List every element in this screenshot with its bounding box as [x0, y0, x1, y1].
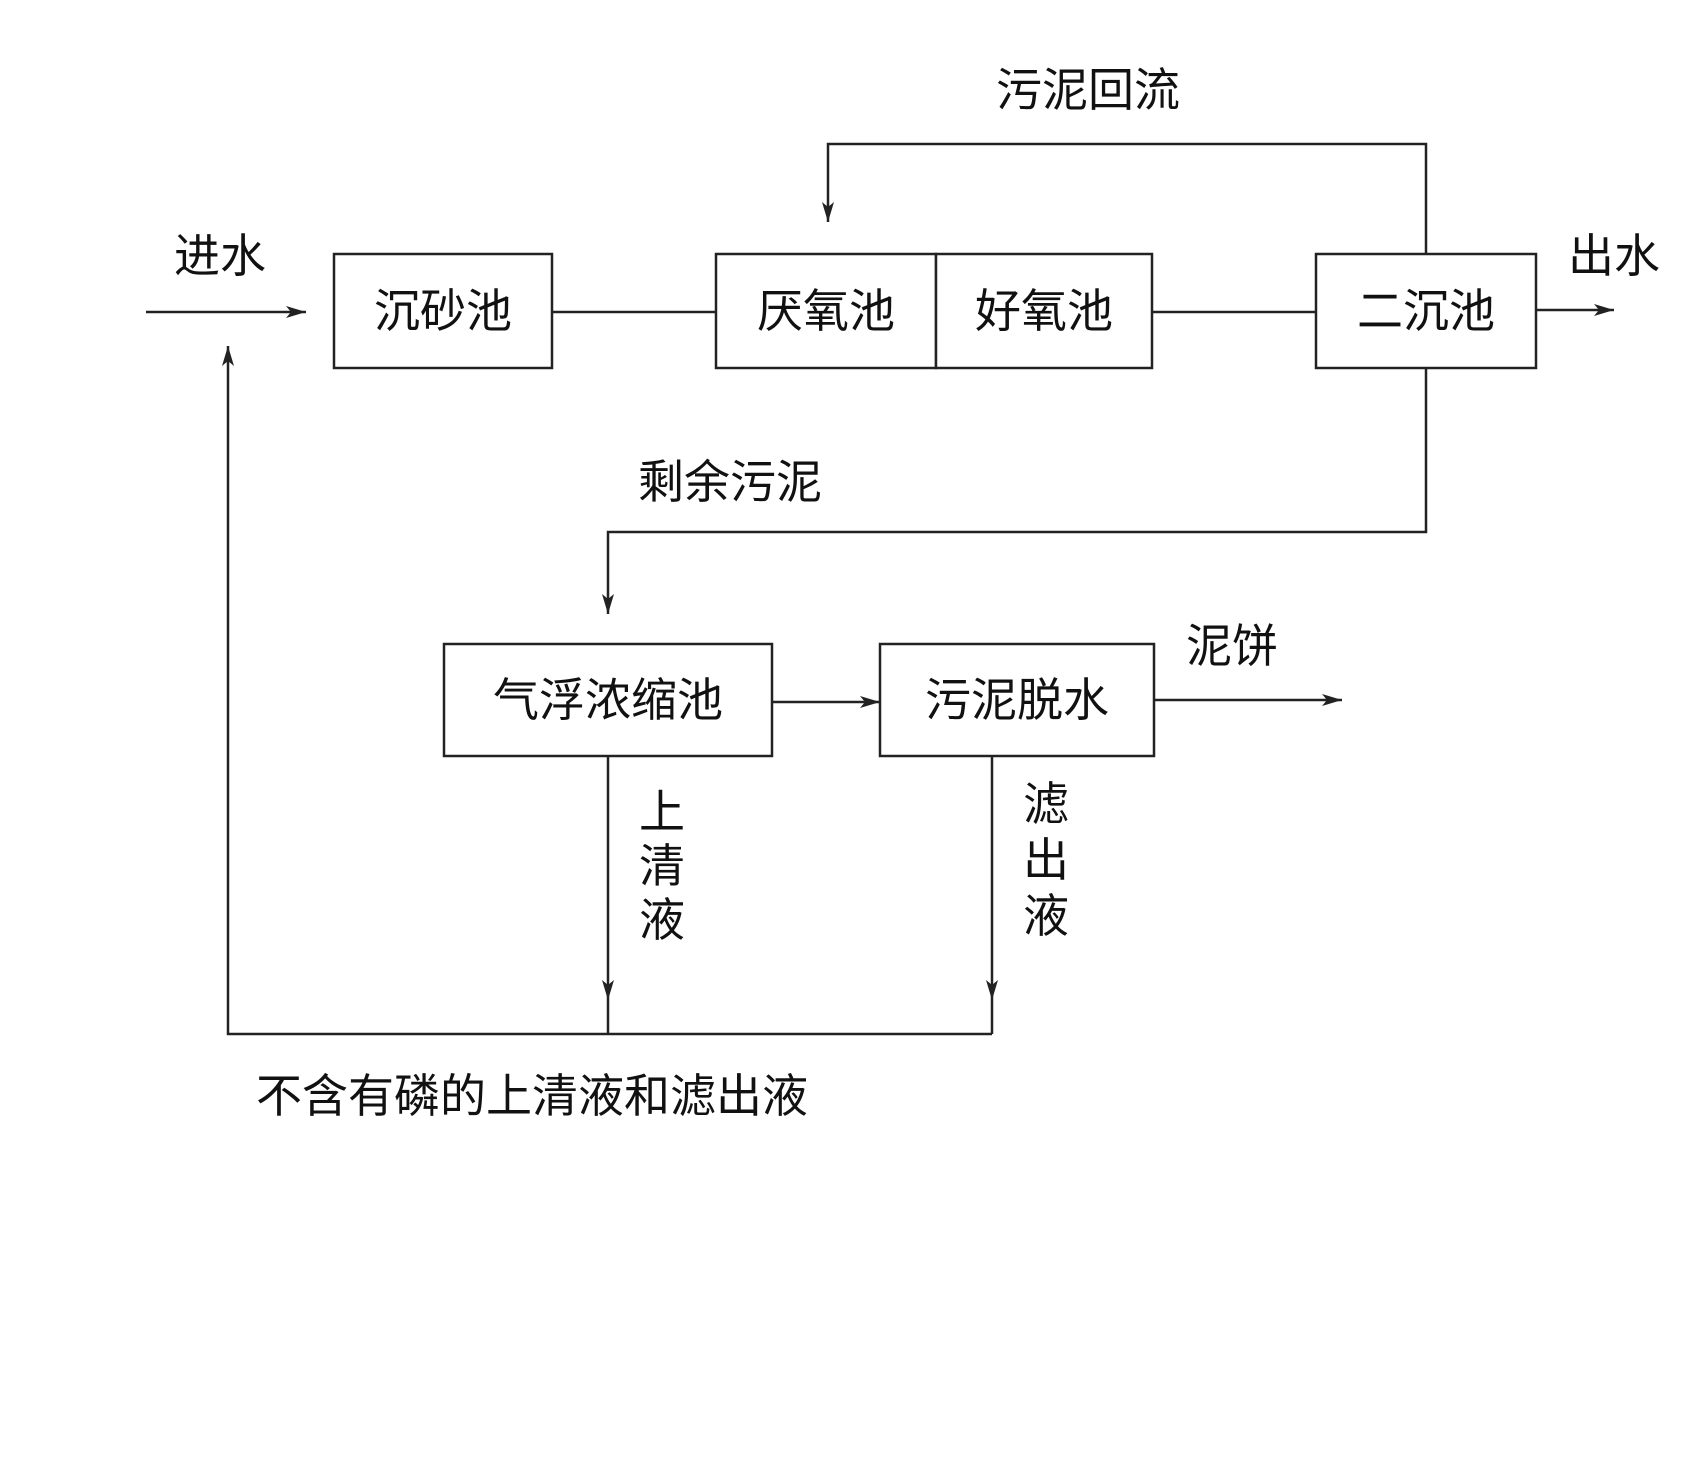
grit-chamber-box: 沉砂池 [332, 252, 554, 370]
grit-chamber-label: 沉砂池 [374, 284, 512, 338]
bottom-recycle-label: 不含有磷的上清液和滤出液 [256, 1069, 808, 1123]
inlet-label: 进水 [174, 229, 266, 283]
filtrate-char: 滤 [1023, 777, 1069, 831]
filtrate-char: 出 [1023, 833, 1069, 887]
flotation-thickener-box: 气浮浓缩池 [442, 642, 774, 758]
sludge-dewatering-label: 污泥脱水 [925, 673, 1109, 727]
aerobic-tank-label: 好氧池 [975, 284, 1113, 338]
anaerobic-tank-label: 厌氧池 [757, 284, 895, 338]
outlet-label: 出水 [1568, 229, 1660, 283]
secondary-clarifier-label: 二沉池 [1357, 284, 1495, 338]
sludge-cake-label: 泥饼 [1186, 619, 1278, 673]
filtrate-char: 液 [1023, 889, 1069, 943]
return-sludge-line [822, 142, 1428, 254]
supernatant-char: 上 [639, 785, 685, 839]
flotation-thickener-label: 气浮浓缩池 [493, 673, 723, 727]
excess-sludge-line [602, 368, 1428, 614]
filtrate-label: 滤 出 液 [1023, 777, 1069, 943]
supernatant-char: 液 [639, 893, 685, 947]
excess-sludge-label: 剩余污泥 [638, 455, 822, 509]
supernatant-label: 上 清 液 [639, 785, 685, 947]
supernatant-char: 清 [639, 839, 685, 893]
recycle-bottom-line [222, 346, 992, 1036]
sludge-dewatering-box: 污泥脱水 [878, 642, 1156, 758]
return-sludge-label: 污泥回流 [996, 63, 1180, 117]
aerobic-tank-box: 好氧池 [934, 252, 1154, 370]
anaerobic-tank-box: 厌氧池 [714, 252, 938, 370]
secondary-clarifier-box: 二沉池 [1314, 252, 1538, 370]
connectors [146, 142, 1614, 1036]
